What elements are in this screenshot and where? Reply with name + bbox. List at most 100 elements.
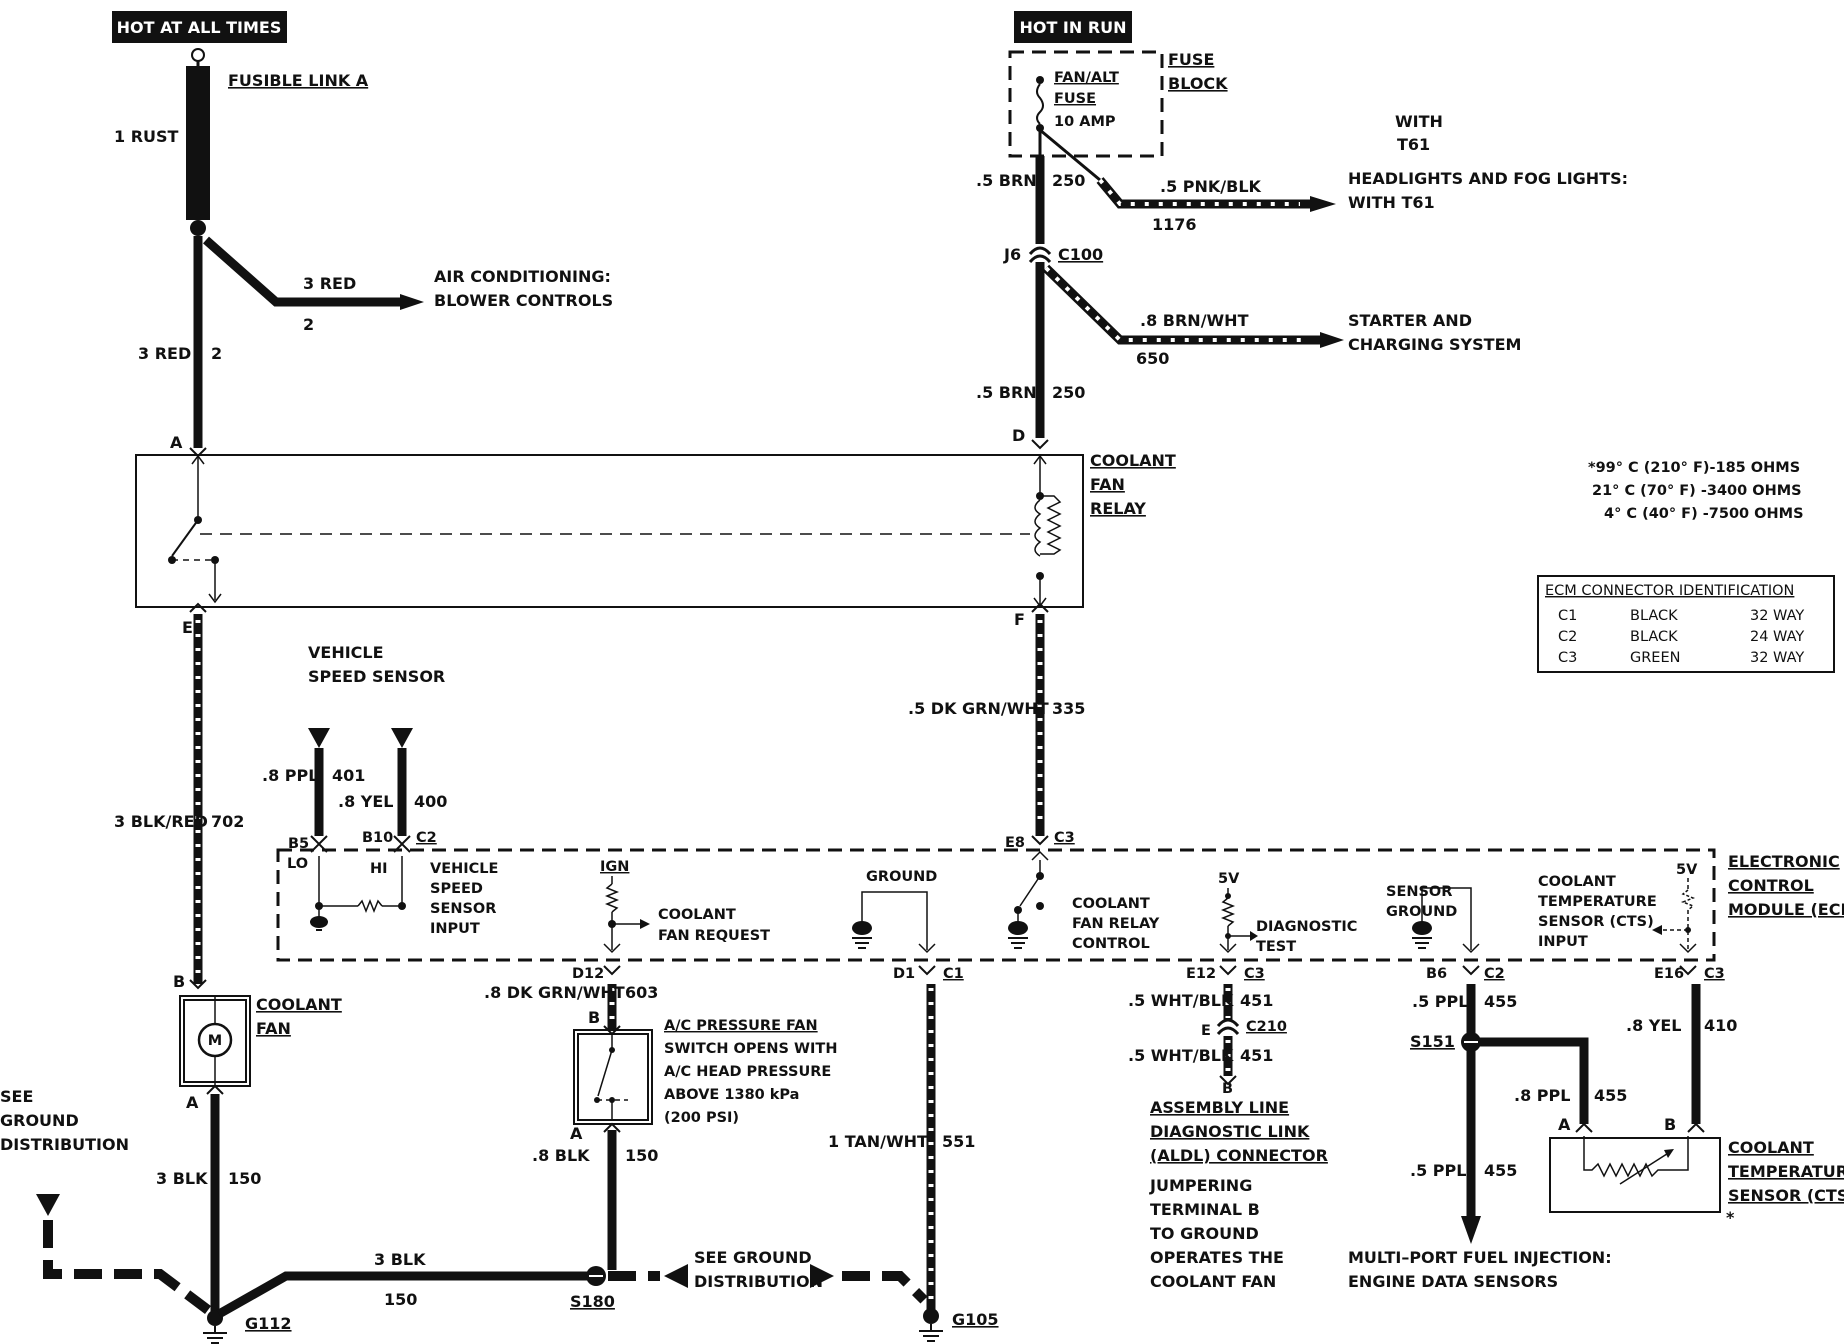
svg-text:.5 PPL: .5 PPL bbox=[1410, 1161, 1466, 1180]
svg-text:SENSOR (CTS): SENSOR (CTS) bbox=[1538, 914, 1654, 930]
svg-text:WITH: WITH bbox=[1395, 112, 1443, 131]
svg-text:C1: C1 bbox=[943, 966, 964, 982]
svg-text:10 AMP: 10 AMP bbox=[1054, 114, 1116, 130]
svg-text:B: B bbox=[1664, 1115, 1676, 1134]
svg-text:A/C HEAD PRESSURE: A/C HEAD PRESSURE bbox=[664, 1064, 831, 1080]
wire-3-red-branch bbox=[203, 236, 400, 307]
svg-text:BLACK: BLACK bbox=[1630, 629, 1678, 645]
svg-text:.8 DK GRN/WHT: .8 DK GRN/WHT bbox=[484, 983, 625, 1002]
svg-text:G105: G105 bbox=[952, 1310, 999, 1329]
svg-text:D12: D12 bbox=[572, 966, 604, 982]
ecm-ground-icon bbox=[852, 891, 936, 954]
relay-switch-icon bbox=[168, 454, 222, 604]
svg-text:.5 WHT/BLK: .5 WHT/BLK bbox=[1128, 1046, 1234, 1065]
svg-text:32 WAY: 32 WAY bbox=[1750, 608, 1804, 624]
svg-text:C1: C1 bbox=[1558, 608, 1577, 624]
ecm-relay-control-switch-icon bbox=[1008, 850, 1049, 949]
ground-distribution-wire-right bbox=[842, 1271, 928, 1304]
svg-text:RELAY: RELAY bbox=[1090, 499, 1146, 518]
svg-text:3 BLK: 3 BLK bbox=[374, 1250, 426, 1269]
svg-text:BLACK: BLACK bbox=[1630, 608, 1678, 624]
svg-text:.5 DK GRN/WHT: .5 DK GRN/WHT bbox=[908, 699, 1049, 718]
svg-text:SEE: SEE bbox=[0, 1087, 33, 1106]
fuse-block-label1: FUSE bbox=[1168, 50, 1214, 69]
svg-text:T61: T61 bbox=[1397, 135, 1430, 154]
svg-text:COOLANT: COOLANT bbox=[1728, 1138, 1814, 1157]
svg-text:603: 603 bbox=[625, 983, 658, 1002]
svg-text:D1: D1 bbox=[893, 966, 915, 982]
hot-at-all-times-badge bbox=[112, 11, 287, 43]
svg-text:GROUND: GROUND bbox=[866, 869, 937, 885]
svg-text:E: E bbox=[182, 618, 193, 637]
svg-text:DISTRIBUTION: DISTRIBUTION bbox=[0, 1135, 129, 1154]
svg-text:.8 BRN/WHT: .8 BRN/WHT bbox=[1140, 311, 1249, 330]
svg-text:S151: S151 bbox=[1410, 1032, 1455, 1051]
svg-text:B: B bbox=[173, 972, 185, 991]
svg-text:1176: 1176 bbox=[1152, 215, 1197, 234]
svg-text:C3: C3 bbox=[1558, 650, 1577, 666]
svg-text:C2: C2 bbox=[416, 830, 437, 846]
svg-text:FAN: FAN bbox=[1090, 475, 1125, 494]
svg-text:C3: C3 bbox=[1244, 966, 1265, 982]
svg-text:COOLANT: COOLANT bbox=[1090, 451, 1176, 470]
svg-text:.5 BRN: .5 BRN bbox=[976, 383, 1037, 402]
fusible-link-terminal-icon bbox=[191, 48, 205, 62]
svg-text:C210: C210 bbox=[1246, 1019, 1287, 1035]
svg-text:SPEED: SPEED bbox=[430, 881, 483, 897]
svg-text:TERMINAL B: TERMINAL B bbox=[1150, 1200, 1260, 1219]
svg-text:B5: B5 bbox=[288, 836, 309, 852]
connector-c210-icon bbox=[1216, 1018, 1240, 1036]
svg-text:MODULE (ECM): MODULE (ECM) bbox=[1728, 900, 1844, 919]
svg-text:455: 455 bbox=[1484, 1161, 1517, 1180]
svg-text:4° C (40° F) -7500 OHMS: 4° C (40° F) -7500 OHMS bbox=[1604, 506, 1804, 522]
svg-text:.5 PNK/BLK: .5 PNK/BLK bbox=[1160, 177, 1262, 196]
svg-text:F: F bbox=[1014, 610, 1025, 629]
svg-text:.8 PPL: .8 PPL bbox=[1514, 1086, 1570, 1105]
svg-text:FAN: FAN bbox=[256, 1019, 291, 1038]
svg-text:A: A bbox=[186, 1093, 199, 1112]
svg-text:STARTER AND: STARTER AND bbox=[1348, 311, 1472, 330]
ecm-fan-request-circuit bbox=[603, 876, 650, 954]
svg-text:5V: 5V bbox=[1676, 862, 1698, 878]
ground-ref-arrow-icon bbox=[664, 1264, 688, 1288]
svg-text:INPUT: INPUT bbox=[430, 921, 480, 937]
svg-text:335: 335 bbox=[1052, 699, 1085, 718]
svg-text:455: 455 bbox=[1594, 1086, 1627, 1105]
svg-text:FAN REQUEST: FAN REQUEST bbox=[658, 928, 770, 944]
svg-text:3 RED: 3 RED bbox=[303, 274, 356, 293]
svg-text:COOLANT: COOLANT bbox=[658, 907, 736, 923]
svg-text:FAN/ALT: FAN/ALT bbox=[1054, 70, 1119, 86]
ecm-diagnostic-circuit bbox=[1219, 888, 1258, 954]
svg-text:.5 WHT/BLK: .5 WHT/BLK bbox=[1128, 991, 1234, 1010]
fusible-link-label: FUSIBLE LINK A bbox=[228, 71, 369, 90]
cts-box bbox=[1549, 1137, 1721, 1213]
svg-text:2: 2 bbox=[303, 315, 314, 334]
svg-text:C2: C2 bbox=[1484, 966, 1505, 982]
svg-text:*99° C (210° F)-185 OHMS: *99° C (210° F)-185 OHMS bbox=[1588, 460, 1800, 476]
svg-text:E12: E12 bbox=[1186, 966, 1216, 982]
svg-text:150: 150 bbox=[384, 1290, 417, 1309]
svg-text:WITH T61: WITH T61 bbox=[1348, 193, 1435, 212]
svg-text:COOLANT: COOLANT bbox=[256, 995, 342, 1014]
svg-text:455: 455 bbox=[1484, 992, 1517, 1011]
arrow-icon bbox=[1310, 196, 1336, 212]
svg-text:A/C PRESSURE FAN: A/C PRESSURE FAN bbox=[664, 1018, 818, 1034]
svg-text:VEHICLE: VEHICLE bbox=[308, 643, 384, 662]
svg-text:E8: E8 bbox=[1005, 835, 1025, 851]
svg-text:451: 451 bbox=[1240, 1046, 1273, 1065]
svg-text:IGN: IGN bbox=[600, 859, 629, 875]
arrow-icon bbox=[1320, 332, 1344, 348]
svg-text:3 BLK/RED: 3 BLK/RED bbox=[114, 812, 208, 831]
ac-pressure-switch-box bbox=[573, 1029, 653, 1125]
svg-text:.5 PPL: .5 PPL bbox=[1412, 992, 1468, 1011]
svg-text:ABOVE 1380 kPa: ABOVE 1380 kPa bbox=[664, 1087, 799, 1103]
svg-text:COOLANT: COOLANT bbox=[1538, 874, 1616, 890]
svg-text:CHARGING SYSTEM: CHARGING SYSTEM bbox=[1348, 335, 1521, 354]
svg-text:SWITCH OPENS WITH: SWITCH OPENS WITH bbox=[664, 1041, 837, 1057]
svg-text:150: 150 bbox=[228, 1169, 261, 1188]
svg-text:400: 400 bbox=[414, 792, 447, 811]
ecm-outline bbox=[276, 848, 1716, 962]
hot-in-run-badge bbox=[1014, 11, 1132, 43]
svg-text:CONTROL: CONTROL bbox=[1728, 876, 1814, 895]
